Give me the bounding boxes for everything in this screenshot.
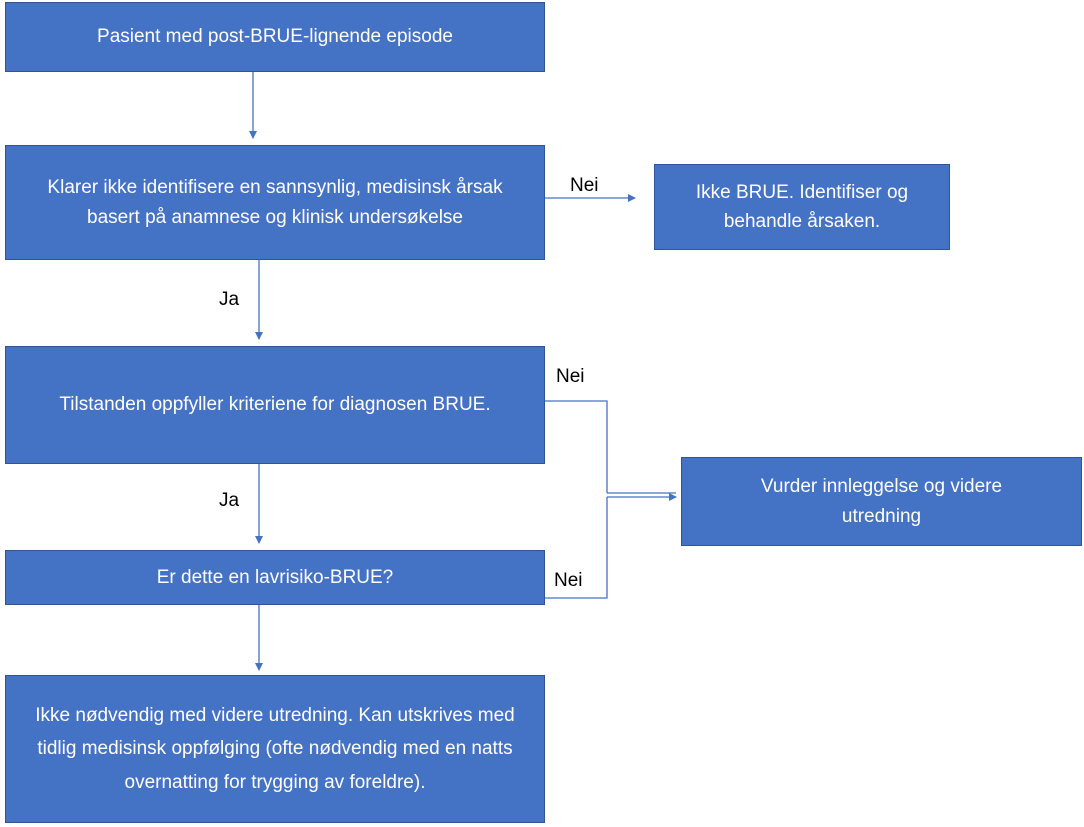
- box-discharge-text: Ikke nødvendig med videre utredning. Kan…: [35, 705, 515, 793]
- box-identify-cause: Klarer ikke identifisere en sannsynlig, …: [5, 145, 545, 260]
- box-admission: Vurder innleggelse og videre utredning: [681, 457, 1082, 546]
- box-low-risk: Er dette en lavrisiko-BRUE?: [5, 550, 545, 605]
- connector-lowrisk-to-junction: [544, 497, 608, 599]
- label-yes-criteria: Ja: [219, 490, 240, 511]
- label-no-criteria: Nei: [556, 366, 585, 387]
- box-start-text: Pasient med post-BRUE-lignende episode: [97, 26, 453, 48]
- box-criteria-text: Tilstanden oppfyller kriteriene for diag…: [59, 394, 491, 416]
- box-identify-cause-text: Klarer ikke identifisere en sannsynlig, …: [47, 177, 503, 228]
- box-start: Pasient med post-BRUE-lignende episode: [5, 2, 545, 72]
- label-no-low-risk: Nei: [554, 570, 583, 591]
- box-admission-text: Vurder innleggelse og videre utredning: [760, 476, 1003, 527]
- box-discharge: Ikke nødvendig med videre utredning. Kan…: [5, 675, 545, 823]
- box-criteria: Tilstanden oppfyller kriteriene for diag…: [5, 346, 545, 464]
- box-not-brue: Ikke BRUE. Identifiser og behandle årsak…: [654, 164, 950, 250]
- box-not-brue-text: Ikke BRUE. Identifiser og behandle årsak…: [695, 181, 909, 232]
- connector-criteria-to-junction: [544, 400, 608, 493]
- box-low-risk-text: Er dette en lavrisiko-BRUE?: [156, 566, 394, 588]
- label-yes-identify: Ja: [219, 289, 240, 310]
- label-no-identify: Nei: [570, 175, 599, 196]
